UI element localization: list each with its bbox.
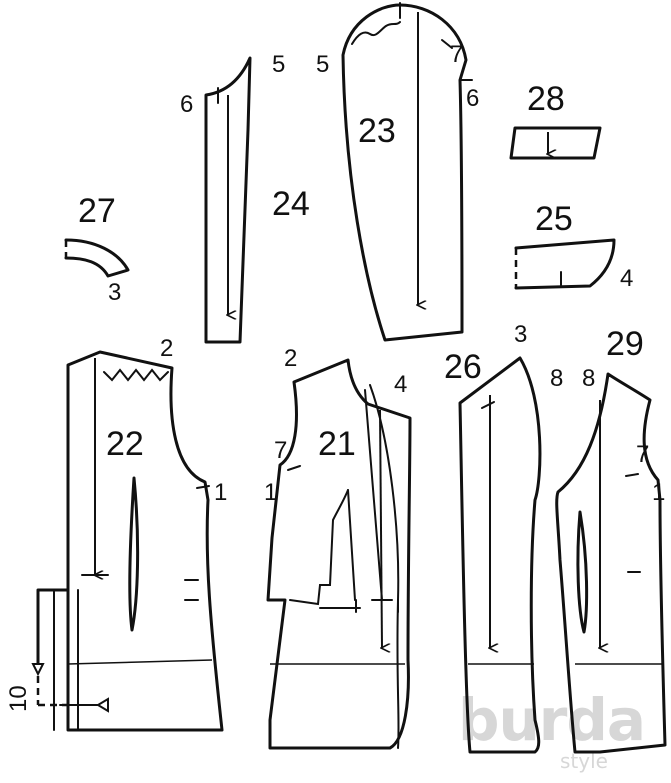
notch-1-c: 1 (652, 479, 665, 506)
piece-22-back: 22 2 1 10 (5, 335, 227, 732)
notch-7-b: 7 (274, 437, 287, 464)
piece-number-22: 22 (106, 425, 144, 463)
notch-7-a: 7 (450, 41, 463, 68)
piece-number-28: 28 (527, 80, 565, 118)
notch-5-b: 5 (316, 51, 329, 78)
notch-3-a: 3 (108, 279, 121, 306)
notch-5-a: 5 (272, 51, 285, 78)
notch-6-b: 6 (466, 85, 479, 112)
piece-number-24: 24 (272, 185, 310, 223)
notch-4-a: 4 (620, 265, 633, 292)
piece-21-front: 21 2 7 1 4 (264, 345, 412, 750)
vent-label-10: 10 (5, 685, 32, 712)
notch-6-a: 6 (180, 91, 193, 118)
piece-number-21: 21 (318, 425, 356, 463)
piece-25-pocket-flap: 25 4 (514, 200, 633, 292)
notch-1-b: 1 (264, 479, 277, 506)
watermark-brand: burda (458, 686, 645, 754)
notch-1-a: 1 (214, 479, 227, 506)
piece-27-facing: 27 3 (64, 192, 130, 306)
piece-23-upper-sleeve: 23 5 7 6 (316, 2, 479, 342)
notch-2-b: 2 (284, 345, 297, 372)
piece-number-23: 23 (358, 112, 396, 150)
piece-29-side-front: 29 8 7 1 (555, 325, 667, 754)
piece-number-25: 25 (535, 200, 573, 238)
notch-4-b: 4 (394, 371, 407, 398)
notch-7-c: 7 (636, 441, 649, 468)
piece-24-under-sleeve: 24 5 6 (180, 51, 310, 344)
piece-number-29: 29 (606, 325, 644, 363)
notch-8-a: 8 (550, 365, 563, 392)
piece-number-26: 26 (444, 348, 482, 386)
notch-8-b: 8 (582, 365, 595, 392)
piece-28-tab: 28 (509, 80, 602, 160)
piece-26-front-facing: 26 3 8 (444, 321, 563, 754)
burda-style-watermark: burda style (458, 686, 646, 773)
notch-3-b: 3 (514, 321, 527, 348)
notch-2-a: 2 (160, 335, 173, 362)
piece-number-27: 27 (78, 192, 116, 230)
